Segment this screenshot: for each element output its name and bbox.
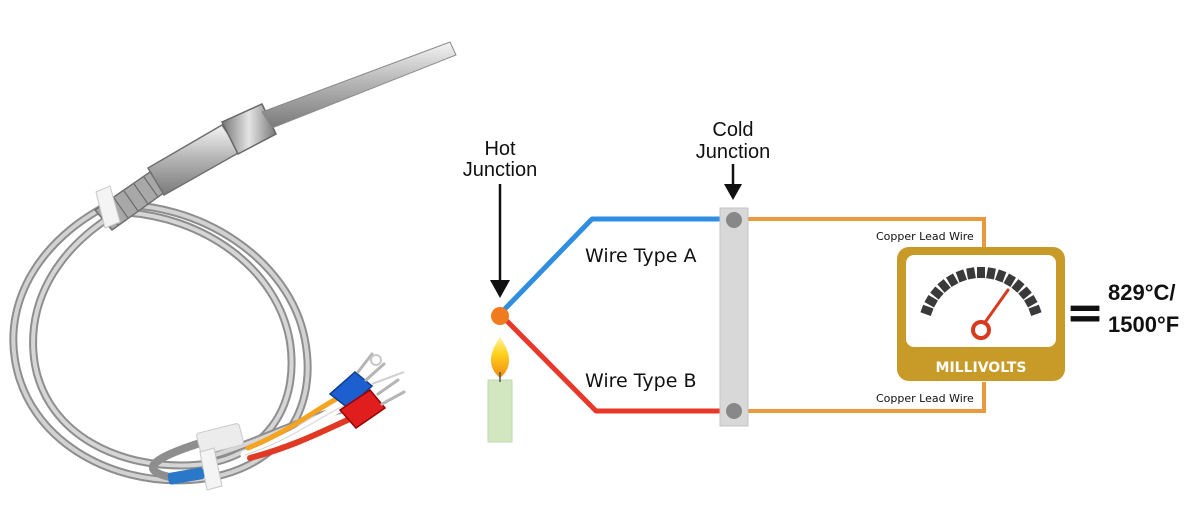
probe-rod [261, 41, 457, 129]
thermocouple-probe-photo [9, 41, 457, 491]
wire-type-b-label: Wire Type B [585, 370, 697, 392]
threaded-fitting [146, 123, 242, 197]
meter-scale-tick [930, 286, 944, 300]
meter-scale-tick [977, 267, 985, 278]
meter-scale-tick [995, 269, 1007, 283]
meter-scale-tick [1018, 286, 1032, 300]
wire-type-b [498, 312, 722, 414]
cold-junction-block [719, 207, 749, 427]
meter-scale-tick [986, 267, 996, 280]
red-fork-terminal [338, 378, 406, 429]
hex-nut [220, 103, 277, 156]
blue-sleeve [167, 467, 205, 485]
hot-junction-dot [491, 307, 509, 325]
blue-fork-terminal [328, 352, 386, 409]
copper-lead-wire-label-top: Copper Lead Wire [876, 230, 974, 243]
cold-junction-terminal-top [726, 212, 742, 228]
bare-wire-tip [371, 371, 405, 385]
wire-type-a-label: Wire Type A [585, 245, 696, 267]
copper-lead-wire-label-bottom: Copper Lead Wire [876, 392, 974, 405]
meter-scale-tick [937, 279, 951, 293]
cold-junction-terminal-bottom [726, 403, 742, 419]
millivolt-meter: MILLIVOLTS [897, 247, 1065, 381]
meter-label: MILLIVOLTS [936, 360, 1027, 376]
meter-scale-tick [920, 304, 934, 316]
cold-junction-label-line2: Junction [696, 141, 771, 163]
meter-scale-tick [1011, 279, 1025, 293]
cold-junction-label-line1: Cold [712, 119, 753, 141]
meter-scale-tick [1024, 295, 1038, 308]
meter-scale-tick [1028, 304, 1042, 316]
thermocouple-circuit-diagram: Hot Junction Cold Junction [463, 119, 1179, 443]
cable-tie-top [95, 185, 121, 229]
hot-junction-label-line1: Hot [484, 138, 516, 160]
meter-pivot [971, 320, 991, 340]
temperature-reading-line1: 829°C/ [1108, 280, 1176, 305]
candle-icon [487, 337, 513, 443]
meter-scale-tick [946, 273, 959, 287]
copper-lead-wires [744, 217, 986, 413]
hot-junction-label-line2: Junction [463, 159, 538, 181]
equals-sign: = [1066, 285, 1105, 339]
hot-junction-arrow [490, 184, 510, 298]
cable-tie-bottom [199, 447, 223, 491]
meter-scale-tick [924, 295, 938, 308]
meter-scale-tick [966, 267, 976, 280]
meter-scale [920, 267, 1042, 316]
label-sleeve [196, 423, 244, 455]
wire-type-a [498, 216, 722, 316]
cold-junction-arrow [724, 164, 742, 200]
meter-scale-tick [1003, 273, 1016, 287]
temperature-reading-line2: 1500°F [1108, 312, 1179, 337]
lead-wires [240, 395, 355, 461]
meter-scale-tick [955, 269, 967, 283]
